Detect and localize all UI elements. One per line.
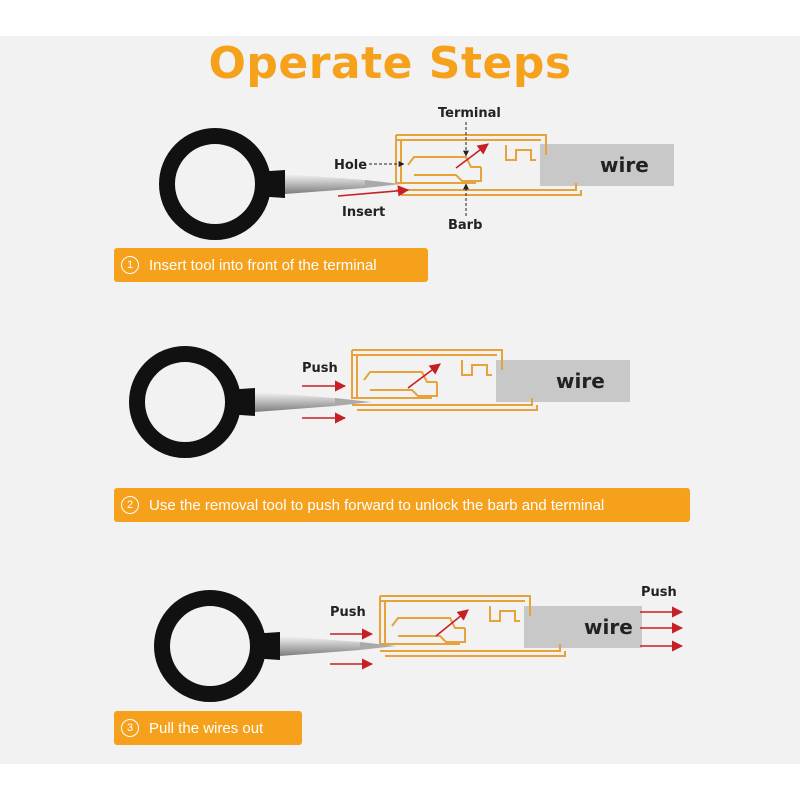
step2-diagram: wire Push	[137, 350, 630, 450]
step1-diagram: wire Terminal Hole Insert Barb	[167, 106, 674, 233]
step3-diagram: wire Push Push	[162, 585, 684, 694]
push-label: Push	[302, 361, 338, 376]
step2-banner: 2 Use the removal tool to push forward t…	[114, 488, 690, 522]
step-number-badge: 1	[121, 256, 139, 274]
step-instruction: Insert tool into front of the terminal	[149, 256, 377, 274]
arrow-up	[455, 143, 489, 169]
step-number-badge: 3	[121, 719, 139, 737]
push-right-label: Push	[641, 585, 677, 600]
wire-label: wire	[600, 153, 649, 177]
arrow-up	[407, 363, 441, 389]
insert-label: Insert	[342, 205, 385, 220]
step1-banner: 1 Insert tool into front of the terminal	[114, 248, 428, 282]
step3-banner: 3 Pull the wires out	[114, 711, 302, 745]
wire-shape	[524, 606, 642, 648]
wire-label: wire	[584, 615, 633, 639]
barb-label: Barb	[448, 218, 482, 233]
push-left-label: Push	[330, 605, 366, 620]
wire-shape	[540, 144, 674, 186]
step-number-badge: 2	[121, 496, 139, 514]
page-title: Operate Steps	[208, 38, 572, 89]
hole-label: Hole	[334, 158, 367, 173]
wire-shape	[496, 360, 630, 402]
insert-arrow	[337, 185, 410, 197]
step-instruction: Use the removal tool to push forward to …	[149, 496, 605, 514]
terminal-label: Terminal	[438, 106, 501, 121]
wire-label: wire	[556, 369, 605, 393]
arrow-up	[435, 609, 469, 637]
step-instruction: Pull the wires out	[149, 719, 264, 737]
